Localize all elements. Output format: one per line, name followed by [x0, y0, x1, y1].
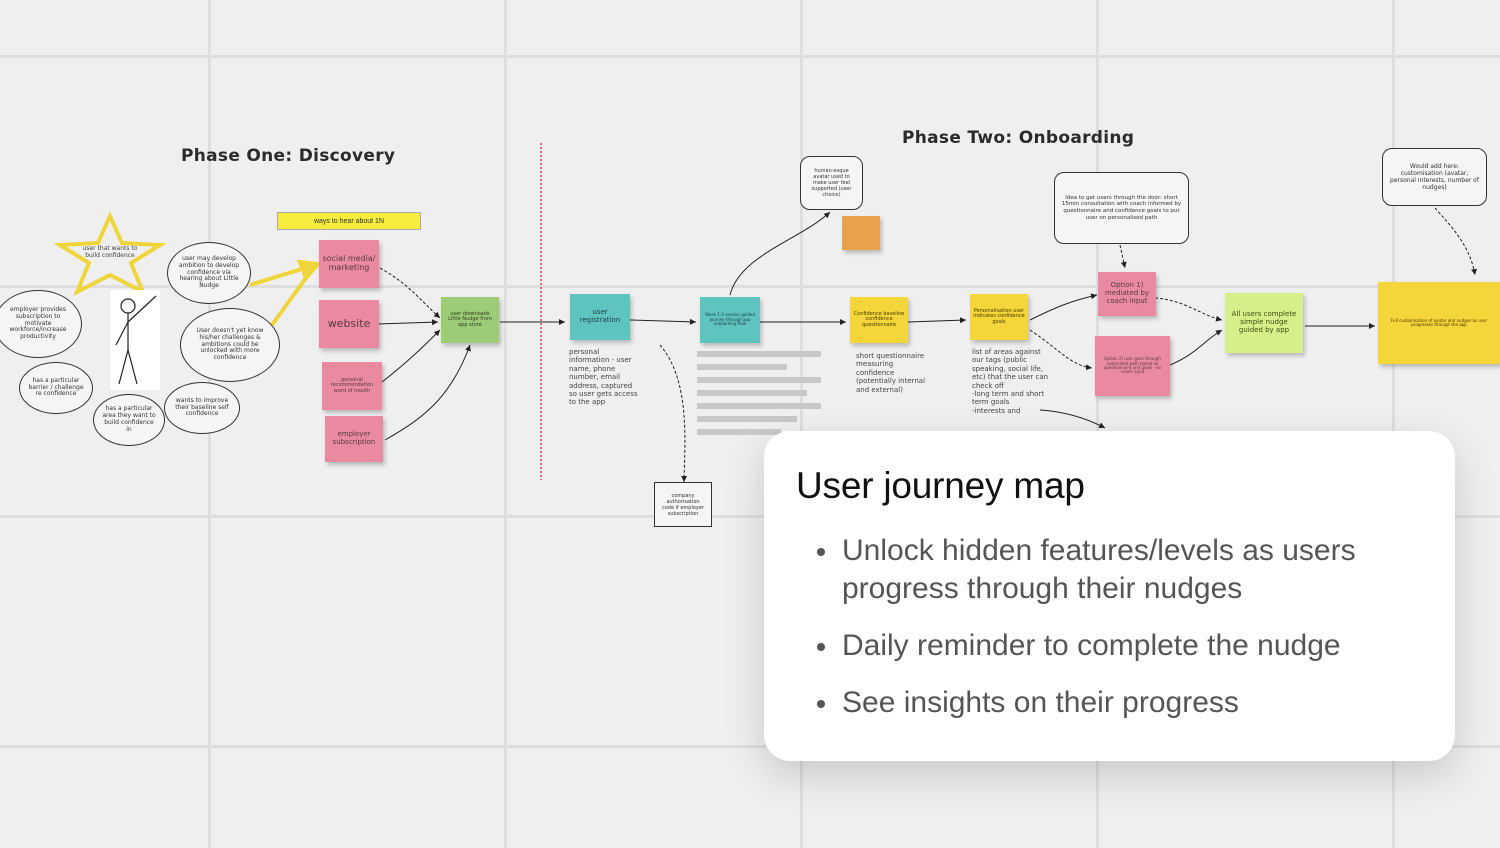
note-baseline: short questionnaire measuring confidence… — [856, 352, 926, 394]
info-card: User journey map Unlock hidden features/… — [764, 431, 1455, 761]
sticky-user-registration[interactable]: user registration — [570, 294, 630, 340]
note-personalisation: list of areas against our tags (public s… — [972, 348, 1049, 415]
card-bullet: Daily reminder to complete the nudge — [817, 627, 1423, 665]
bubble-baseline[interactable]: wants to improve their baseline self con… — [164, 382, 240, 434]
blurred-text-block — [697, 351, 821, 442]
phase-two-title: Phase Two: Onboarding — [902, 128, 1135, 148]
sticky-option-one[interactable]: Option 1) mediated by coach input — [1098, 272, 1156, 316]
card-title: User journey map — [796, 465, 1085, 506]
box-idea[interactable]: Idea to get users through the door: shor… — [1054, 172, 1189, 244]
sticky-guided-journey[interactable]: Week 1-3 session guided journey through … — [700, 297, 760, 343]
yellow-arrows — [249, 259, 322, 327]
star-label: user that wants to build confidence — [82, 245, 138, 260]
card-bullet-list: Unlock hidden features/levels as users p… — [796, 532, 1423, 722]
sticky-avatar-swatch[interactable] — [842, 216, 880, 250]
box-avatar[interactable]: human-esque avatar used to make user fee… — [800, 156, 863, 210]
sticky-personalisation[interactable]: Personalisation user indicates confidenc… — [970, 294, 1028, 340]
sticky-social-media[interactable]: social media/ marketing — [319, 240, 379, 288]
bubble-employer[interactable]: employer provides subscription to motiva… — [0, 290, 82, 358]
card-bullet: See insights on their progress — [817, 684, 1423, 722]
flow-arrows — [377, 207, 1477, 483]
bubble-barrier[interactable]: has a particular barrier / challenge re … — [19, 362, 93, 414]
ways-banner[interactable]: ways to hear about 1N — [277, 212, 421, 230]
phase-one-title: Phase One: Discovery — [181, 146, 396, 166]
sticky-website[interactable]: website — [319, 300, 379, 348]
sticky-all-users[interactable]: All users complete simple nudge guided b… — [1225, 293, 1303, 353]
star-shape — [53, 211, 167, 297]
sticky-user-downloads[interactable]: user downloads Little Nudge from app sto… — [441, 297, 499, 343]
sticky-option-two[interactable]: Option 2) user goes through automated pa… — [1095, 336, 1170, 396]
bubble-area[interactable]: has a particular area they want to build… — [93, 394, 165, 446]
box-company-code[interactable]: company authorisation code if employer s… — [654, 482, 712, 527]
box-would-add[interactable]: Would add here: customisation (avatar, p… — [1382, 148, 1487, 206]
card-bullet: Unlock hidden features/levels as users p… — [817, 532, 1423, 608]
sticky-confidence-baseline[interactable]: Confidence baseline confidence questionn… — [850, 297, 908, 343]
sticky-personal-recommendation[interactable]: personal recommendation word of mouth — [322, 362, 382, 410]
bubble-unknown-challenges[interactable]: User doesn't yet know his/her challenges… — [180, 308, 280, 382]
bubble-ambition[interactable]: user may develop ambition to develop con… — [167, 242, 251, 304]
sticky-customisation[interactable]: Full customisation of avatar and nudges … — [1378, 282, 1500, 364]
note-registration: personal information - user name, phone … — [569, 348, 638, 407]
sticky-employer-subscription[interactable]: employer subscription — [325, 416, 383, 462]
stick-figure — [110, 290, 160, 390]
